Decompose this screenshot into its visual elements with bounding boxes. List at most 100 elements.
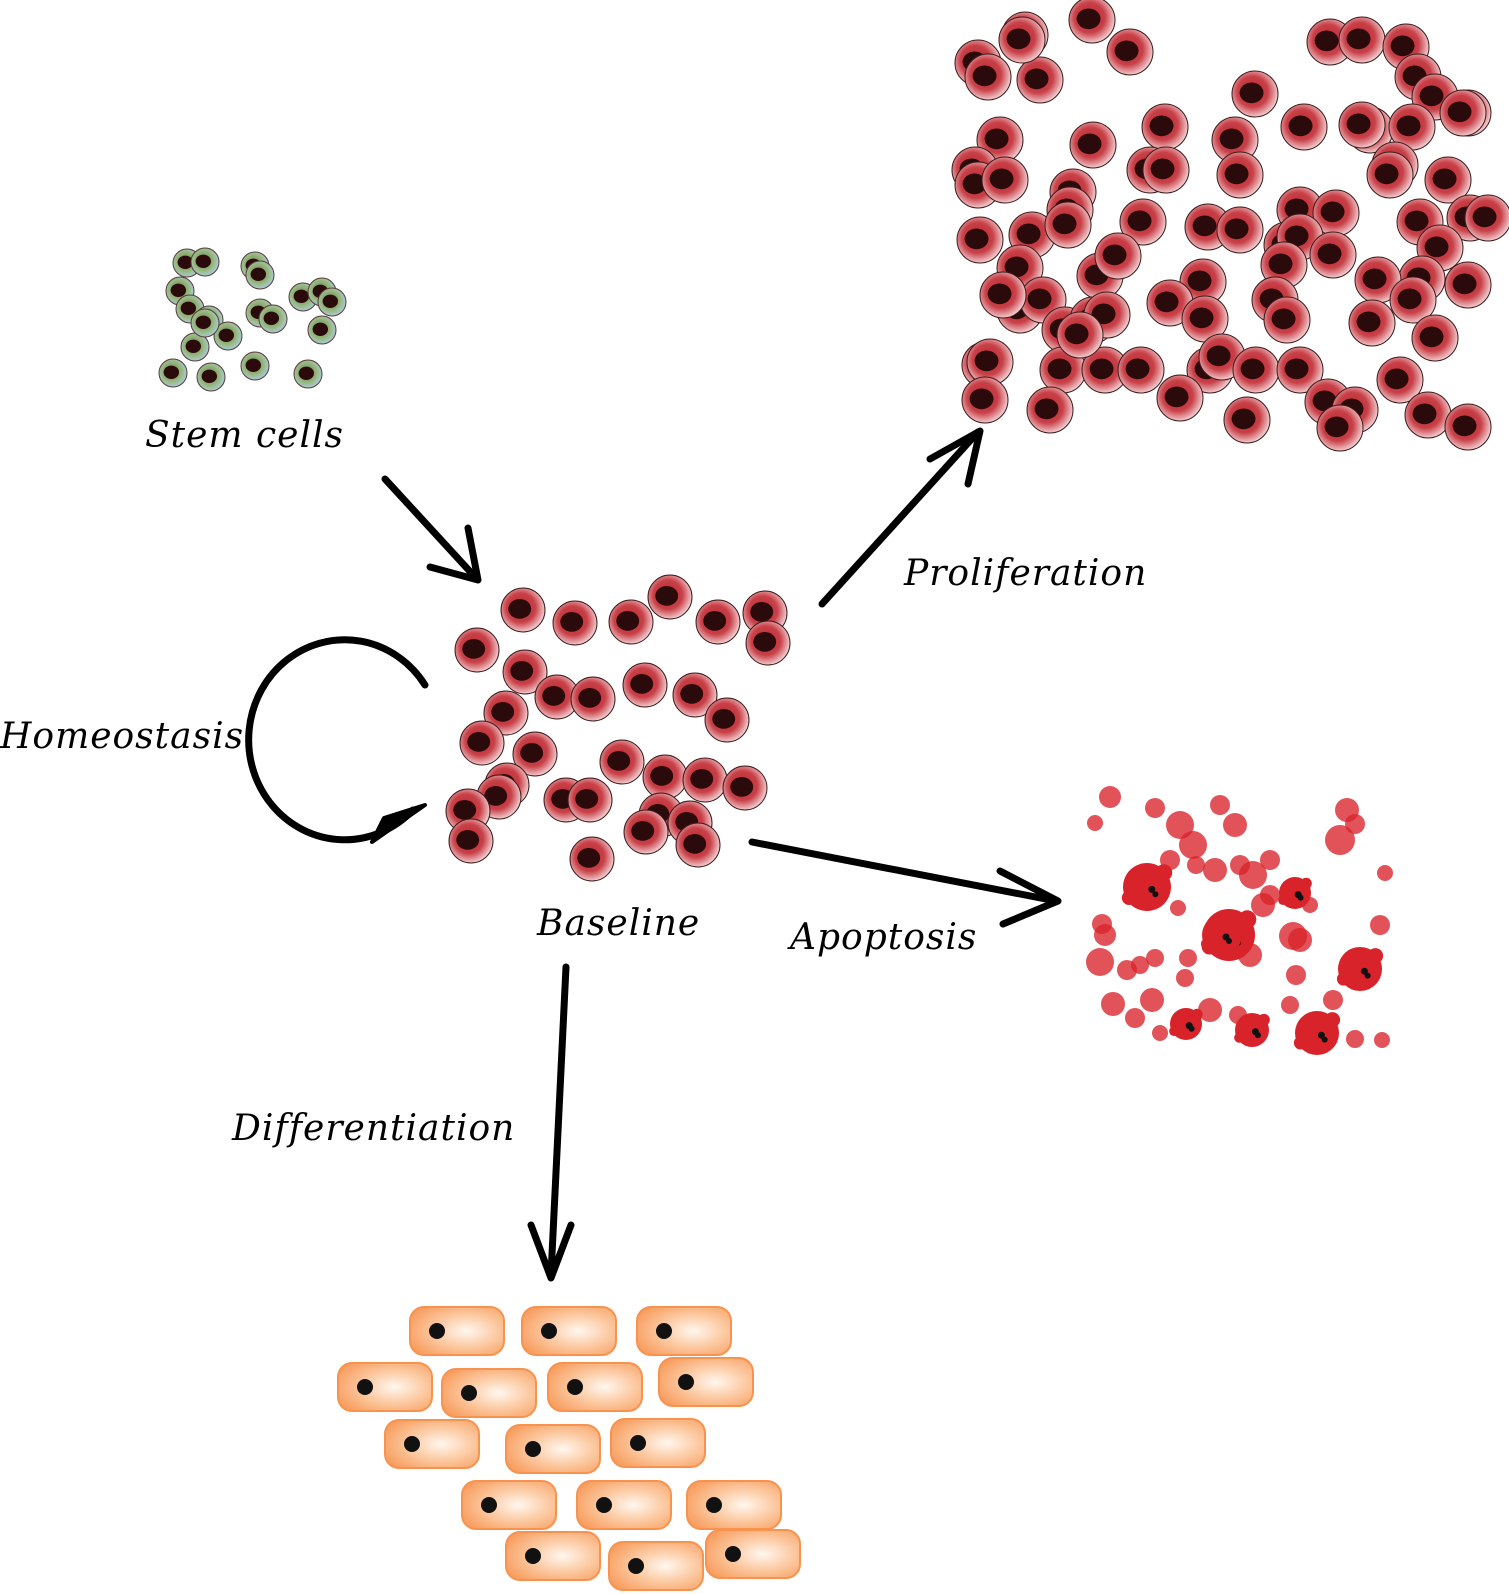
stem-cell-icon bbox=[158, 358, 188, 388]
differentiated-cell-icon bbox=[409, 1306, 505, 1356]
differentiated-cell-icon bbox=[384, 1419, 480, 1469]
cell-icon bbox=[1094, 232, 1142, 280]
cell-icon bbox=[1232, 346, 1280, 394]
cell-icon bbox=[998, 16, 1046, 64]
apoptotic-fragment bbox=[1370, 915, 1390, 935]
cell-icon bbox=[1309, 231, 1357, 279]
apoptotic-fragment bbox=[1166, 811, 1194, 839]
apoptotic-fragment bbox=[1087, 815, 1103, 831]
stem-cell-icon bbox=[180, 332, 210, 362]
cell-icon bbox=[448, 818, 494, 864]
cell-icon bbox=[1444, 403, 1492, 451]
cell-icon bbox=[647, 574, 693, 620]
cell-icon bbox=[1444, 261, 1492, 309]
baseline-to-apoptosis-arrow bbox=[748, 838, 1062, 928]
stem-cell-icon bbox=[240, 351, 270, 381]
differentiated-cell-icon bbox=[441, 1368, 537, 1418]
cell-icon bbox=[675, 822, 721, 868]
cell-icon bbox=[1117, 346, 1165, 394]
apoptotic-fragment bbox=[1160, 850, 1180, 870]
apoptotic-fragment bbox=[1152, 1025, 1168, 1041]
cell-icon bbox=[722, 765, 768, 811]
differentiated-cell-icon bbox=[461, 1480, 557, 1530]
apoptotic-body-icon bbox=[1201, 915, 1243, 955]
apoptotic-fragment bbox=[1125, 1008, 1145, 1028]
apoptotic-fragment bbox=[1279, 922, 1307, 950]
cell-icon bbox=[1026, 386, 1074, 434]
loop-arrowhead-icon bbox=[370, 803, 427, 844]
cell-icon bbox=[569, 836, 615, 882]
cell-icon bbox=[682, 757, 728, 803]
differentiated-cell-icon bbox=[505, 1424, 601, 1474]
differentiation-label: Differentiation bbox=[231, 1108, 515, 1149]
cell-icon bbox=[1056, 311, 1104, 359]
apoptotic-body-icon bbox=[1169, 1008, 1203, 1040]
cell-icon bbox=[534, 674, 580, 720]
apoptotic-fragment bbox=[1086, 948, 1114, 976]
cell-icon bbox=[1119, 198, 1167, 246]
cell-icon bbox=[459, 720, 505, 766]
stem-cell-cluster bbox=[158, 247, 347, 392]
stem-cell-icon bbox=[258, 304, 288, 334]
cell-icon bbox=[1263, 296, 1311, 344]
cell-icon bbox=[672, 672, 718, 718]
cell-icon bbox=[704, 697, 750, 743]
cell-icon bbox=[570, 676, 616, 722]
cell-icon bbox=[500, 587, 546, 633]
cell-icon bbox=[1404, 391, 1452, 439]
apoptotic-fragment bbox=[1251, 893, 1275, 917]
apoptotic-fragment bbox=[1346, 1030, 1364, 1048]
cell-icon bbox=[1439, 89, 1487, 137]
cell-icon bbox=[1280, 103, 1328, 151]
cell-icon bbox=[1348, 299, 1396, 347]
differentiated-cell-icon bbox=[521, 1306, 617, 1356]
differentiated-cell-icon bbox=[547, 1362, 643, 1412]
cell-icon bbox=[1106, 28, 1154, 76]
cell-icon bbox=[956, 216, 1004, 264]
cell-icon bbox=[1068, 0, 1116, 44]
cell-icon bbox=[1276, 346, 1324, 394]
stem-cell-icon bbox=[196, 362, 226, 392]
apoptotic-fragment bbox=[1140, 988, 1164, 1012]
cell-icon bbox=[1338, 101, 1386, 149]
apoptotic-fragment bbox=[1179, 949, 1197, 967]
stem-cell-icon bbox=[293, 359, 323, 389]
cell-icon bbox=[695, 599, 741, 645]
cell-icon bbox=[1366, 151, 1414, 199]
differentiated-cell-icon bbox=[505, 1531, 601, 1581]
apoptotic-fragment bbox=[1286, 965, 1306, 985]
cell-icon bbox=[1016, 56, 1064, 104]
apoptotic-fragment bbox=[1238, 943, 1262, 967]
stem-cell-icon bbox=[307, 315, 337, 345]
differentiated-cell-icon bbox=[686, 1480, 782, 1530]
stem-cell-icon bbox=[288, 282, 318, 312]
cell-icon bbox=[454, 627, 500, 673]
cell-icon bbox=[599, 739, 645, 785]
cell-icon bbox=[642, 754, 688, 800]
baseline-to-differentiation-arrow bbox=[527, 963, 575, 1282]
apoptotic-fragment bbox=[1323, 990, 1343, 1010]
cell-icon bbox=[1424, 156, 1472, 204]
homeostasis-label: Homeostasis bbox=[0, 716, 244, 757]
apoptotic-fragment bbox=[1345, 814, 1365, 834]
cell-icon bbox=[1216, 151, 1264, 199]
loop-arrow-icon bbox=[245, 636, 429, 844]
baseline-cell-cluster bbox=[445, 574, 791, 882]
stem-cells-label: Stem cells bbox=[145, 415, 344, 456]
cell-icon bbox=[1142, 146, 1190, 194]
cell-icon bbox=[1316, 404, 1364, 452]
stem-cell-icon bbox=[190, 247, 220, 277]
cell-icon bbox=[552, 600, 598, 646]
stem-cell-icon bbox=[190, 308, 220, 338]
apoptotic-fragment bbox=[1187, 856, 1205, 874]
cell-icon bbox=[483, 690, 529, 736]
cell-icon bbox=[476, 774, 522, 820]
cell-icon bbox=[1411, 314, 1459, 362]
cell-icon bbox=[623, 809, 669, 855]
apoptotic-fragment bbox=[1210, 795, 1230, 815]
cell-icon bbox=[512, 731, 558, 777]
apoptotic-fragment bbox=[1145, 798, 1165, 818]
cell-icon bbox=[1389, 276, 1437, 324]
apoptotic-body-icon bbox=[1121, 863, 1173, 911]
